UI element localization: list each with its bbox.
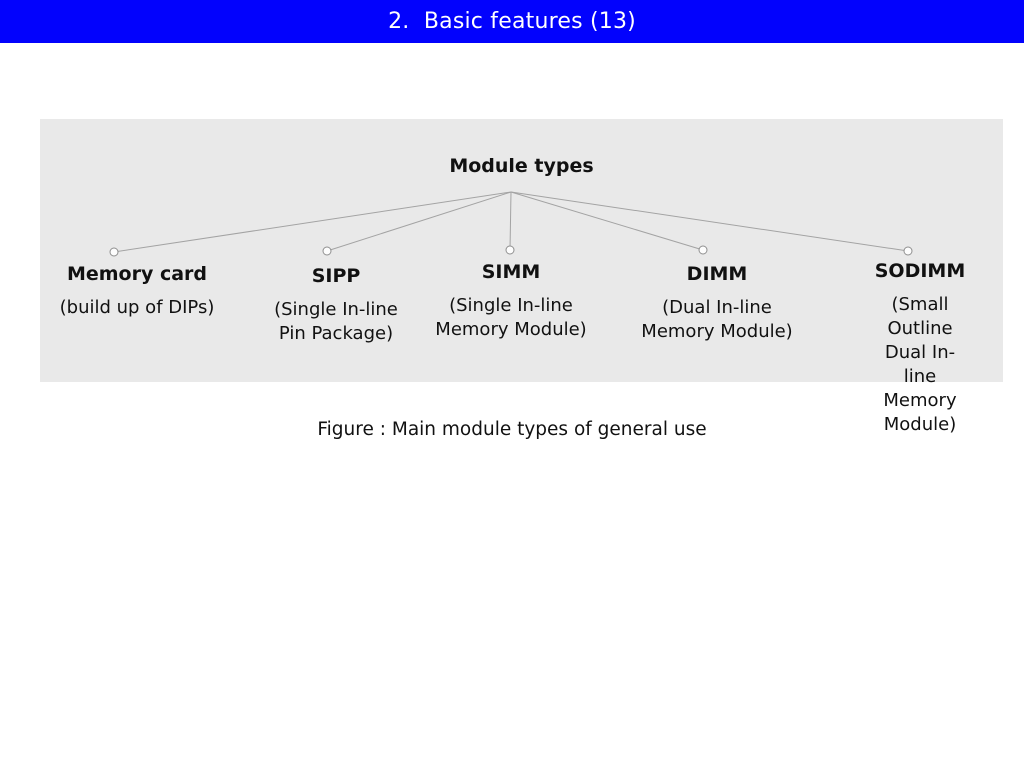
node-description: (build up of DIPs) bbox=[59, 297, 215, 318]
node-title: SODIMM bbox=[874, 260, 966, 282]
connector-lines bbox=[109, 191, 913, 257]
node-description: (Dual In-line Memory Module) bbox=[641, 297, 793, 342]
node-dot-memory-card bbox=[109, 247, 119, 257]
connector-dimm bbox=[510, 191, 704, 251]
module-types-diagram: Module types Memory card (build up of DI… bbox=[40, 119, 1003, 435]
node-sodimm: SODIMM (Small Outline Dual In-line Memor… bbox=[875, 260, 966, 437]
connector-sipp bbox=[326, 191, 512, 252]
slide-title-bar: 2. Basic features (13) bbox=[0, 0, 1024, 43]
node-title: SIMM bbox=[481, 261, 541, 283]
node-description: (Single In-line Pin Package) bbox=[274, 299, 398, 344]
node-sipp: SIPP (Single In-line Pin Package) bbox=[274, 265, 398, 346]
node-dot-dimm bbox=[698, 245, 708, 255]
figure-caption: Figure : Main module types of general us… bbox=[317, 419, 707, 440]
node-description: (Single In-line Memory Module) bbox=[435, 295, 587, 340]
slide-title: 2. Basic features (13) bbox=[388, 9, 636, 34]
node-simm: SIMM (Single In-line Memory Module) bbox=[435, 261, 586, 342]
connector-memory-card bbox=[113, 191, 512, 253]
node-title: Memory card bbox=[66, 263, 208, 285]
connector-simm bbox=[509, 191, 512, 251]
diagram-root-label: Module types bbox=[449, 155, 594, 177]
node-dot-simm bbox=[505, 245, 515, 255]
node-dot-sodimm bbox=[903, 246, 913, 256]
node-dot-sipp bbox=[322, 246, 332, 256]
node-dimm: DIMM (Dual In-line Memory Module) bbox=[641, 263, 792, 344]
node-title: SIPP bbox=[311, 265, 361, 287]
connector-sodimm bbox=[510, 191, 909, 252]
node-description: (Small Outline Dual In-line Memory Modul… bbox=[883, 294, 957, 435]
node-title: DIMM bbox=[686, 263, 748, 285]
node-memory-card: Memory card (build up of DIPs) bbox=[60, 263, 215, 320]
